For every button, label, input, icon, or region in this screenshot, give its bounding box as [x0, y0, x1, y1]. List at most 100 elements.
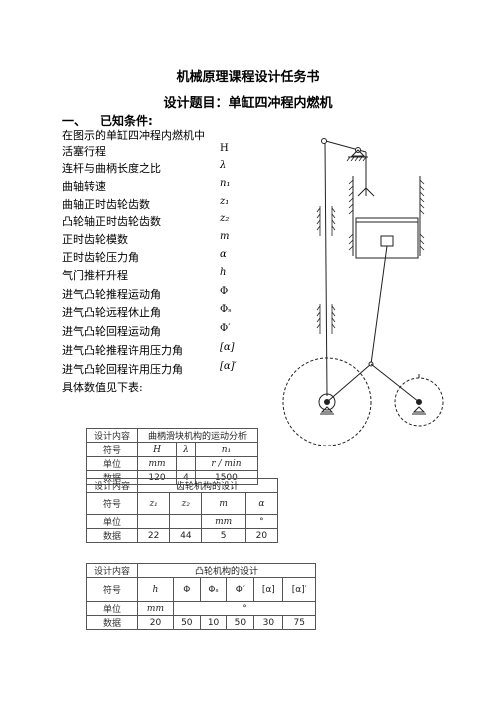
param-symbol: λ [220, 160, 227, 171]
param-row: 凸轮轴正时齿轮齿数 z₂ [62, 213, 242, 229]
document-title: 机械原理课程设计任务书 [176, 70, 320, 85]
engine-mechanism-figure [276, 126, 446, 450]
table-row: 单位 mm ° [86, 514, 279, 529]
table-cell: H [136, 442, 178, 457]
ground-support [350, 149, 366, 157]
table-cell: ° [172, 601, 317, 616]
param-row: 进气凸轮回程运动角 Φ′ [62, 323, 242, 339]
table-cell: 44 [169, 528, 203, 543]
table-cell: Φₛ [199, 577, 228, 602]
table-cell: 50 [226, 615, 255, 630]
connecting-rod [370, 245, 388, 365]
table-cell: 曲柄滑块机构的运动分析 [137, 428, 258, 443]
table-cell [136, 514, 171, 529]
table-cell: 凸轮机构的设计 [137, 563, 316, 578]
param-label: 进气凸轮远程休止角 [62, 306, 161, 319]
section-label: 已知条件: [100, 114, 153, 128]
table-cell [169, 514, 203, 529]
piston [355, 217, 419, 259]
param-symbol: Φ′ [220, 323, 231, 334]
table-cell: 20 [137, 615, 174, 630]
section-heading: 一、已知条件: [62, 112, 153, 129]
table-cell: 10 [199, 615, 228, 630]
table-cell: 齿轮机构的设计 [137, 478, 278, 493]
table-cell: λ [176, 442, 196, 457]
table-row: 单位 mm r / min [86, 456, 259, 471]
param-symbol: Φ [220, 286, 229, 297]
table-cell: [α] [253, 577, 284, 602]
param-symbol: h [220, 267, 227, 278]
table-cell: ° [244, 514, 279, 529]
param-row: 正时齿轮模数 m [62, 231, 242, 247]
table-cell: 22 [136, 528, 171, 543]
table-cell: 50 [172, 615, 201, 630]
table-cell: 设计内容 [86, 428, 138, 443]
param-symbol: n₁ [220, 178, 231, 189]
piston-pin [380, 235, 394, 247]
crankshaft-gear [282, 357, 372, 447]
table-cell: Φ [172, 577, 201, 602]
table-cell [176, 456, 196, 471]
table-cell: 数据 [86, 528, 138, 543]
table-cell: h [137, 577, 174, 602]
table-cell: 20 [244, 528, 279, 543]
crank-hub [318, 393, 336, 411]
param-symbol: z₁ [220, 196, 230, 207]
table-cell: 符号 [86, 577, 138, 602]
table-cell: 单位 [86, 514, 138, 529]
table-row: 设计内容 凸轮机构的设计 [86, 563, 316, 578]
param-label: 连杆与曲柄长度之比 [62, 162, 161, 175]
param-label: 进气凸轮回程许用压力角 [62, 363, 183, 376]
table-row: 设计内容 曲柄滑块机构的运动分析 [86, 428, 258, 443]
param-label: 气门推杆升程 [62, 269, 128, 282]
table-cell: m [201, 492, 246, 515]
table-cell: 5 [201, 528, 246, 543]
param-label: 正时齿轮模数 [62, 233, 128, 246]
cam-link [370, 363, 420, 403]
param-symbol: α [220, 249, 227, 260]
table-row: 数据 22 44 5 20 [86, 528, 279, 543]
param-symbol: m [220, 231, 230, 242]
table-cell: r / min [194, 456, 259, 471]
param-row: 气门推杆升程 h [62, 267, 242, 283]
footer-text: 具体数值见下表: [62, 381, 143, 394]
table-cell: 30 [253, 615, 284, 630]
table-row: 符号 H λ n₁ [86, 442, 259, 457]
param-row: 连杆与曲柄长度之比 λ [62, 160, 242, 176]
table-cell: α [244, 492, 279, 515]
table-cell: 单位 [86, 456, 138, 471]
gear-table: 设计内容 齿轮机构的设计 符号 z₁ z₂ m α 单位 mm ° 数据 22 … [86, 478, 279, 543]
table-cell: mm [137, 601, 174, 616]
design-topic: 设计题目：单缸四冲程内燃机 [163, 96, 333, 111]
param-symbol: [α] [220, 342, 235, 353]
param-symbol: H [220, 143, 229, 154]
table-cell: mm [136, 456, 178, 471]
section-number: 一、 [62, 114, 87, 128]
param-row: 进气凸轮回程许用压力角[α]′ [62, 361, 242, 377]
table-row: 数据 20 50 10 50 30 75 [86, 615, 316, 630]
table-row: 符号 h Φ Φₛ Φ′ [α] [α]′ [86, 577, 316, 602]
table-cell: n₁ [194, 442, 259, 457]
table-cell: 数据 [86, 615, 138, 630]
param-label: 曲轴转速 [62, 180, 106, 193]
table-cell: mm [201, 514, 246, 529]
param-symbol: z₂ [220, 213, 230, 224]
table-cell: Φ′ [226, 577, 255, 602]
push-rod [324, 142, 328, 397]
param-label: 进气凸轮回程运动角 [62, 325, 161, 338]
intro-line: 在图示的单缸四冲程内燃机中 [62, 129, 205, 142]
mechanism-diagram [282, 138, 444, 447]
table-row: 单位 mm ° [86, 601, 317, 616]
table-cell: z₂ [169, 492, 203, 515]
param-label: 凸轮轴正时齿轮齿数 [62, 215, 161, 228]
table-row: 设计内容 齿轮机构的设计 [86, 478, 278, 493]
param-row: 曲轴转速 n₁ [62, 178, 242, 194]
param-label: 活塞行程 [62, 145, 106, 158]
table-cell: 符号 [86, 442, 138, 457]
cam-table: 设计内容 凸轮机构的设计 符号 h Φ Φₛ Φ′ [α] [α]′ 单位 mm… [86, 563, 317, 630]
table-cell: 单位 [86, 601, 138, 616]
